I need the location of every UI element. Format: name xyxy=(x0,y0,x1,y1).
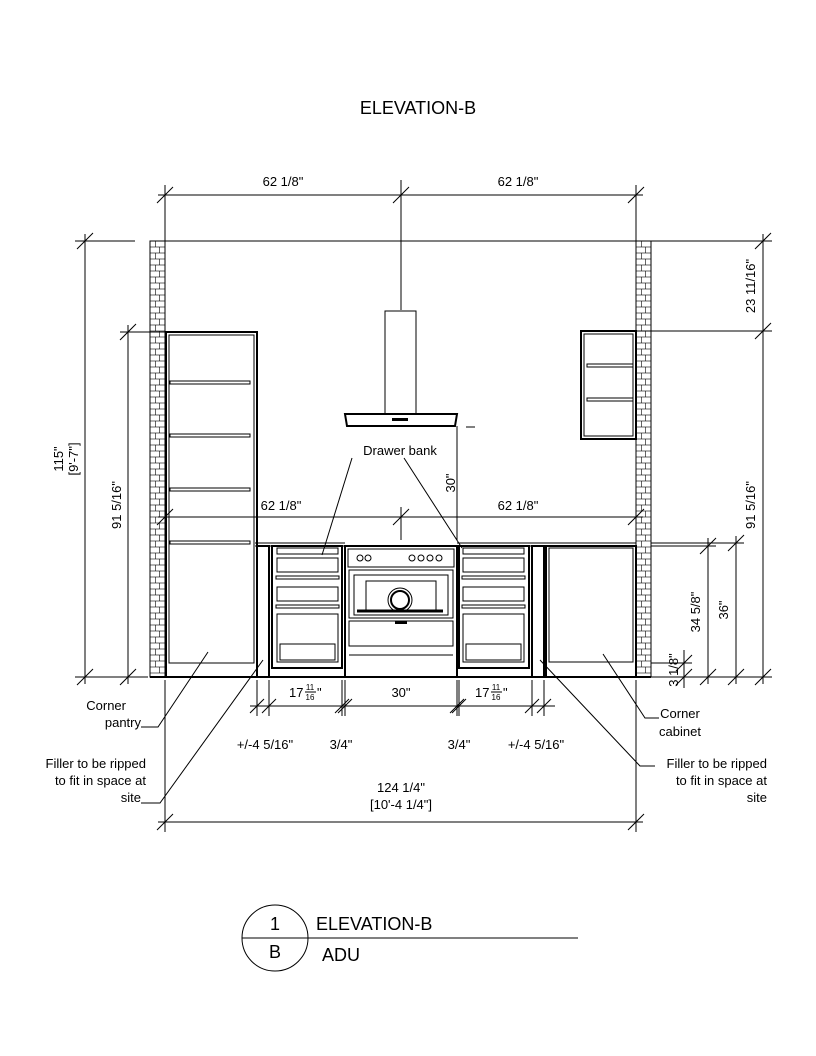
dim-counter-height: 36" xyxy=(716,600,731,619)
dim-counter-left: 62 1/8" xyxy=(261,498,302,513)
svg-text:16: 16 xyxy=(306,693,315,702)
label-corner-cabinet-line1: Corner xyxy=(660,706,700,721)
drawing-title: ELEVATION-B xyxy=(360,98,476,118)
dim-top-clearance: 23 11/16" xyxy=(743,258,758,313)
dim-filler-left: +/-4 5/16" xyxy=(237,737,294,752)
upper-cabinet-right xyxy=(580,330,637,440)
label-filler-left-line1: Filler to be ripped xyxy=(46,756,146,771)
svg-text:11: 11 xyxy=(492,683,501,692)
title-block: 1 B ELEVATION-B ADU xyxy=(241,904,578,972)
label-filler-left-line2: to fit in space at xyxy=(55,773,146,788)
dim-pantry-height: 91 5/16" xyxy=(109,481,124,529)
dim-filler-right: +/-4 5/16" xyxy=(508,737,565,752)
svg-text:": " xyxy=(317,685,322,700)
right-wall xyxy=(635,240,652,678)
left-wall xyxy=(149,240,166,678)
dim-overall-height-ft: [9'-7"] xyxy=(66,442,81,475)
dim-range-width: 30" xyxy=(391,685,410,700)
label-corner-pantry-line2: pantry xyxy=(105,715,142,730)
title-block-number: 1 xyxy=(270,914,280,934)
dim-gap-left: 3/4" xyxy=(330,737,353,752)
dim-hood-clearance: 30" xyxy=(443,473,458,492)
dim-overall-width-ft: [10'-4 1/4"] xyxy=(370,797,432,812)
dimension-lines xyxy=(75,180,772,832)
dim-base-height: 34 5/8" xyxy=(688,591,703,632)
range-oven xyxy=(344,545,458,678)
dim-drawer-bank-right: 17 11 16 " xyxy=(475,683,508,702)
dim-overall-width: 124 1/4" xyxy=(377,780,425,795)
filler-left xyxy=(256,545,270,678)
label-filler-right-line2: to fit in space at xyxy=(676,773,767,788)
dim-toe-kick: 3 1/8" xyxy=(666,653,681,687)
dim-counter-right: 62 1/8" xyxy=(498,498,539,513)
label-filler-right-line1: Filler to be ripped xyxy=(667,756,767,771)
range-hood xyxy=(343,310,475,428)
svg-text:16: 16 xyxy=(492,693,501,702)
label-filler-right-line3: site xyxy=(747,790,767,805)
dim-right-height: 91 5/16" xyxy=(743,481,758,529)
filler-right xyxy=(531,545,545,678)
svg-text:17: 17 xyxy=(289,685,303,700)
dim-top-left: 62 1/8" xyxy=(263,174,304,189)
drawer-bank-right xyxy=(458,545,530,669)
title-block-subtitle: ADU xyxy=(322,945,360,965)
svg-text:17: 17 xyxy=(475,685,489,700)
title-block-name: ELEVATION-B xyxy=(316,914,432,934)
range-knobs xyxy=(356,554,443,562)
label-filler-left-line3: site xyxy=(121,790,141,805)
label-corner-cabinet-line2: cabinet xyxy=(659,724,701,739)
title-block-sheet: B xyxy=(269,942,281,962)
dim-overall-height: 115" xyxy=(51,446,66,472)
dim-top-right: 62 1/8" xyxy=(498,174,539,189)
label-drawer-bank: Drawer bank xyxy=(363,443,437,458)
svg-text:11: 11 xyxy=(306,683,315,692)
label-corner-pantry-line1: Corner xyxy=(86,698,126,713)
svg-text:": " xyxy=(503,685,508,700)
dim-gap-right: 3/4" xyxy=(448,737,471,752)
drawer-bank-left xyxy=(271,545,343,669)
dim-drawer-bank-left: 17 11 16 " xyxy=(289,683,322,702)
leader-lines xyxy=(141,457,659,804)
corner-cabinet xyxy=(545,545,637,678)
corner-pantry xyxy=(165,331,258,678)
